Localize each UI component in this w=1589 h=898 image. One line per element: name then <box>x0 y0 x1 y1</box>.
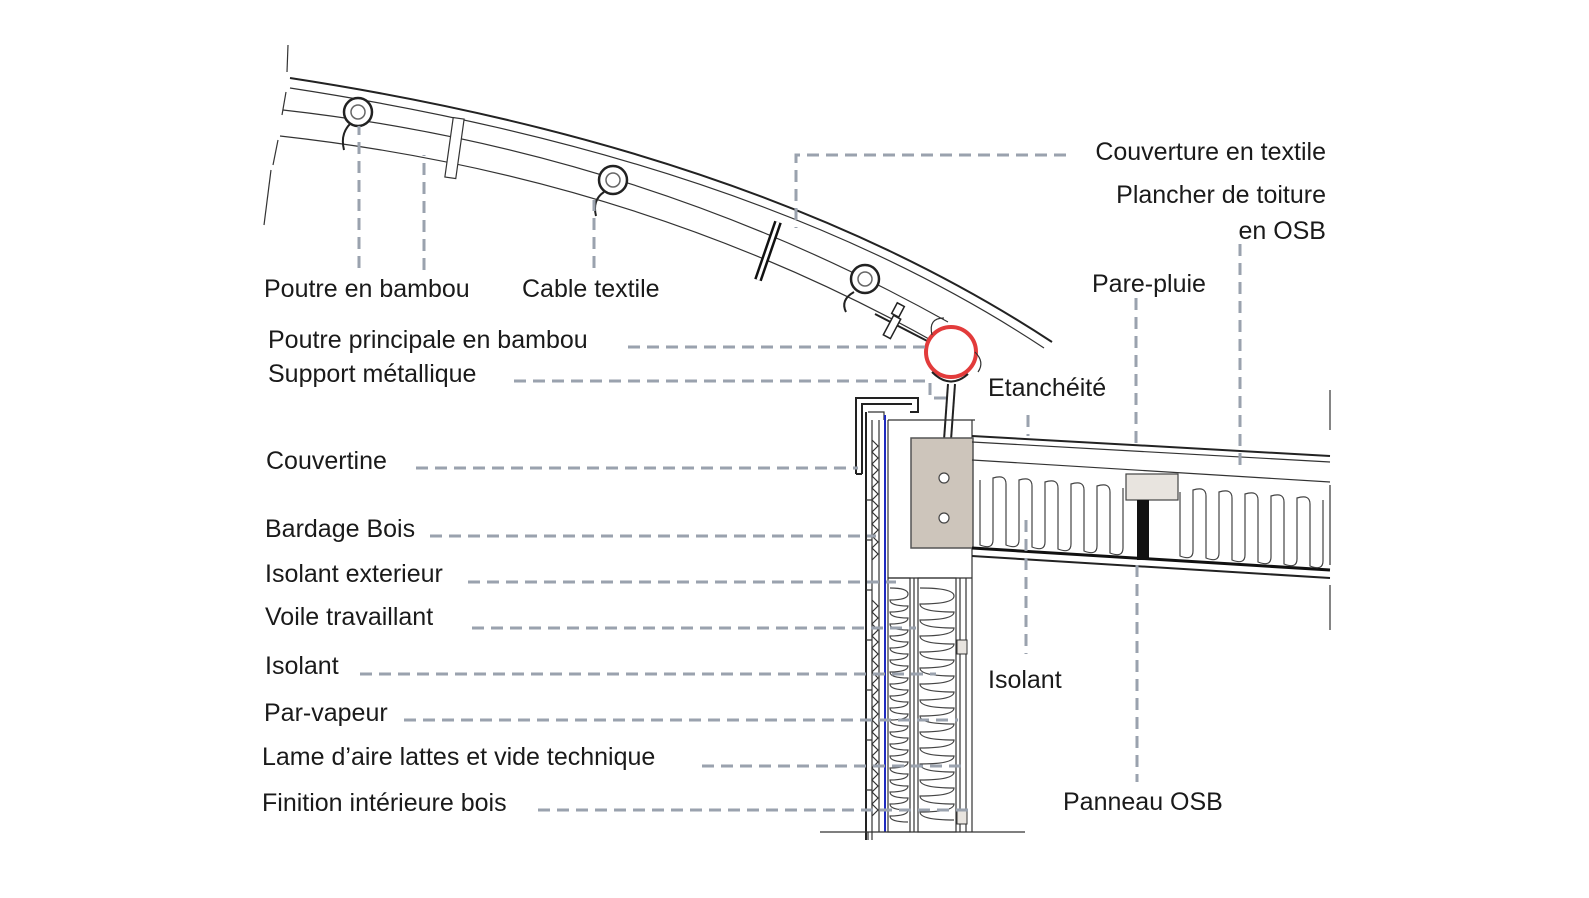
wood-cladding <box>865 412 880 840</box>
tension-rod <box>874 301 936 346</box>
label-lame-air: Lame d’aire lattes et vide technique <box>262 743 655 771</box>
label-etancheite: Etanchéité <box>988 374 1106 402</box>
roof-deck <box>971 390 1331 630</box>
label-cable-textile: Cable textile <box>522 275 660 303</box>
label-poutre-bambou: Poutre en bambou <box>264 275 470 303</box>
wall-insulation <box>887 420 973 833</box>
textile-cable-section <box>594 164 629 217</box>
label-plancher-toiture-line2: en OSB <box>1238 217 1326 245</box>
metal-support <box>931 371 969 383</box>
osb-panel-block <box>1125 473 1179 501</box>
labels: Couverture en textile Plancher de toitur… <box>262 138 1326 817</box>
osb-panel-web <box>1137 500 1149 560</box>
label-poutre-principale: Poutre principale en bambou <box>268 326 588 354</box>
bamboo-beam-section <box>843 263 881 313</box>
label-couverture-textile: Couverture en textile <box>1095 138 1326 166</box>
label-pare-pluie: Pare-pluie <box>1092 270 1206 298</box>
label-panneau-osb: Panneau OSB <box>1063 788 1223 816</box>
leader-lines <box>357 126 1242 812</box>
label-isolant-toiture: Isolant <box>988 666 1062 694</box>
label-isolant-mur: Isolant <box>265 652 339 680</box>
label-par-vapeur: Par-vapeur <box>264 699 388 727</box>
label-finition-interieure: Finition intérieure bois <box>262 789 507 817</box>
label-support-metallique: Support métallique <box>268 360 476 388</box>
label-isolant-exterieur: Isolant exterieur <box>265 560 443 588</box>
label-plancher-toiture-line1: Plancher de toiture <box>1116 181 1326 209</box>
main-bamboo-beam-highlight <box>924 325 978 379</box>
bamboo-beam-section <box>341 96 374 151</box>
label-couvertine: Couvertine <box>266 447 387 475</box>
bamboo-crossbar <box>444 116 465 180</box>
timber-ring-beam <box>910 437 974 549</box>
label-voile-travaillant: Voile travaillant <box>265 603 433 631</box>
label-bardage-bois: Bardage Bois <box>265 515 415 543</box>
